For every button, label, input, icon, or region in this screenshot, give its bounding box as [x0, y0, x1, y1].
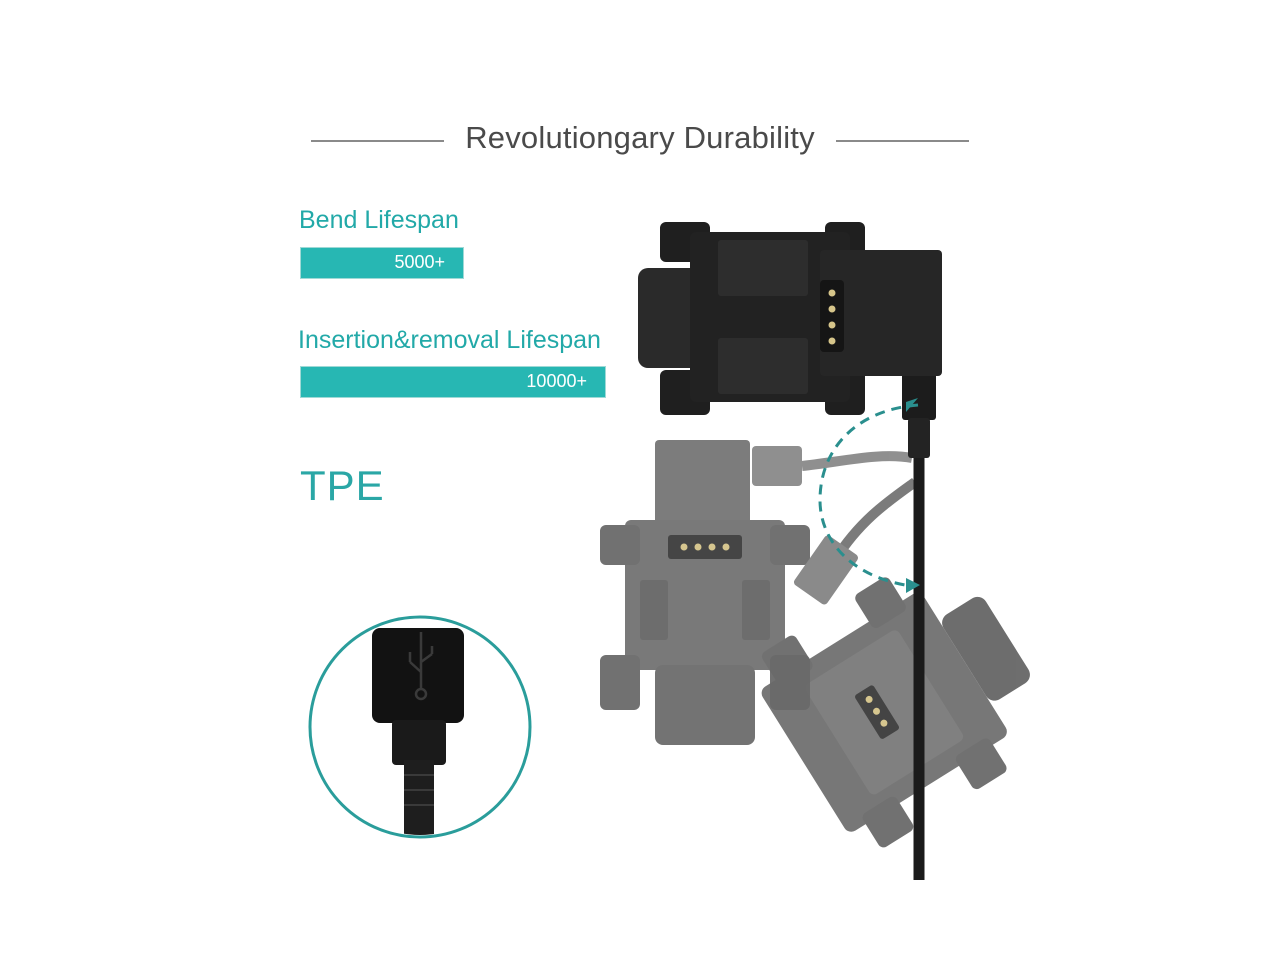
- bend-lifespan-bar: 5000+: [300, 247, 464, 279]
- bend-lifespan-label: Bend Lifespan: [299, 206, 459, 234]
- cradle-ghost-upright: [600, 440, 913, 745]
- insertion-lifespan-bar: 10000+: [300, 366, 606, 398]
- page-title: Revolutiongary Durability: [465, 120, 815, 155]
- title-block: Revolutiongary Durability: [0, 118, 1280, 162]
- charging-cradle: [638, 222, 942, 415]
- title-rule-right: [836, 140, 969, 142]
- material-label: TPE: [300, 462, 385, 509]
- usb-icon: [408, 632, 434, 701]
- rotation-arrow-icon: [818, 398, 920, 593]
- insertion-lifespan-label: Insertion&removal Lifespan: [298, 326, 601, 354]
- title-rule-left: [311, 140, 444, 142]
- usb-plug-ghost: [793, 477, 918, 605]
- usb-detail-closeup: [308, 615, 532, 839]
